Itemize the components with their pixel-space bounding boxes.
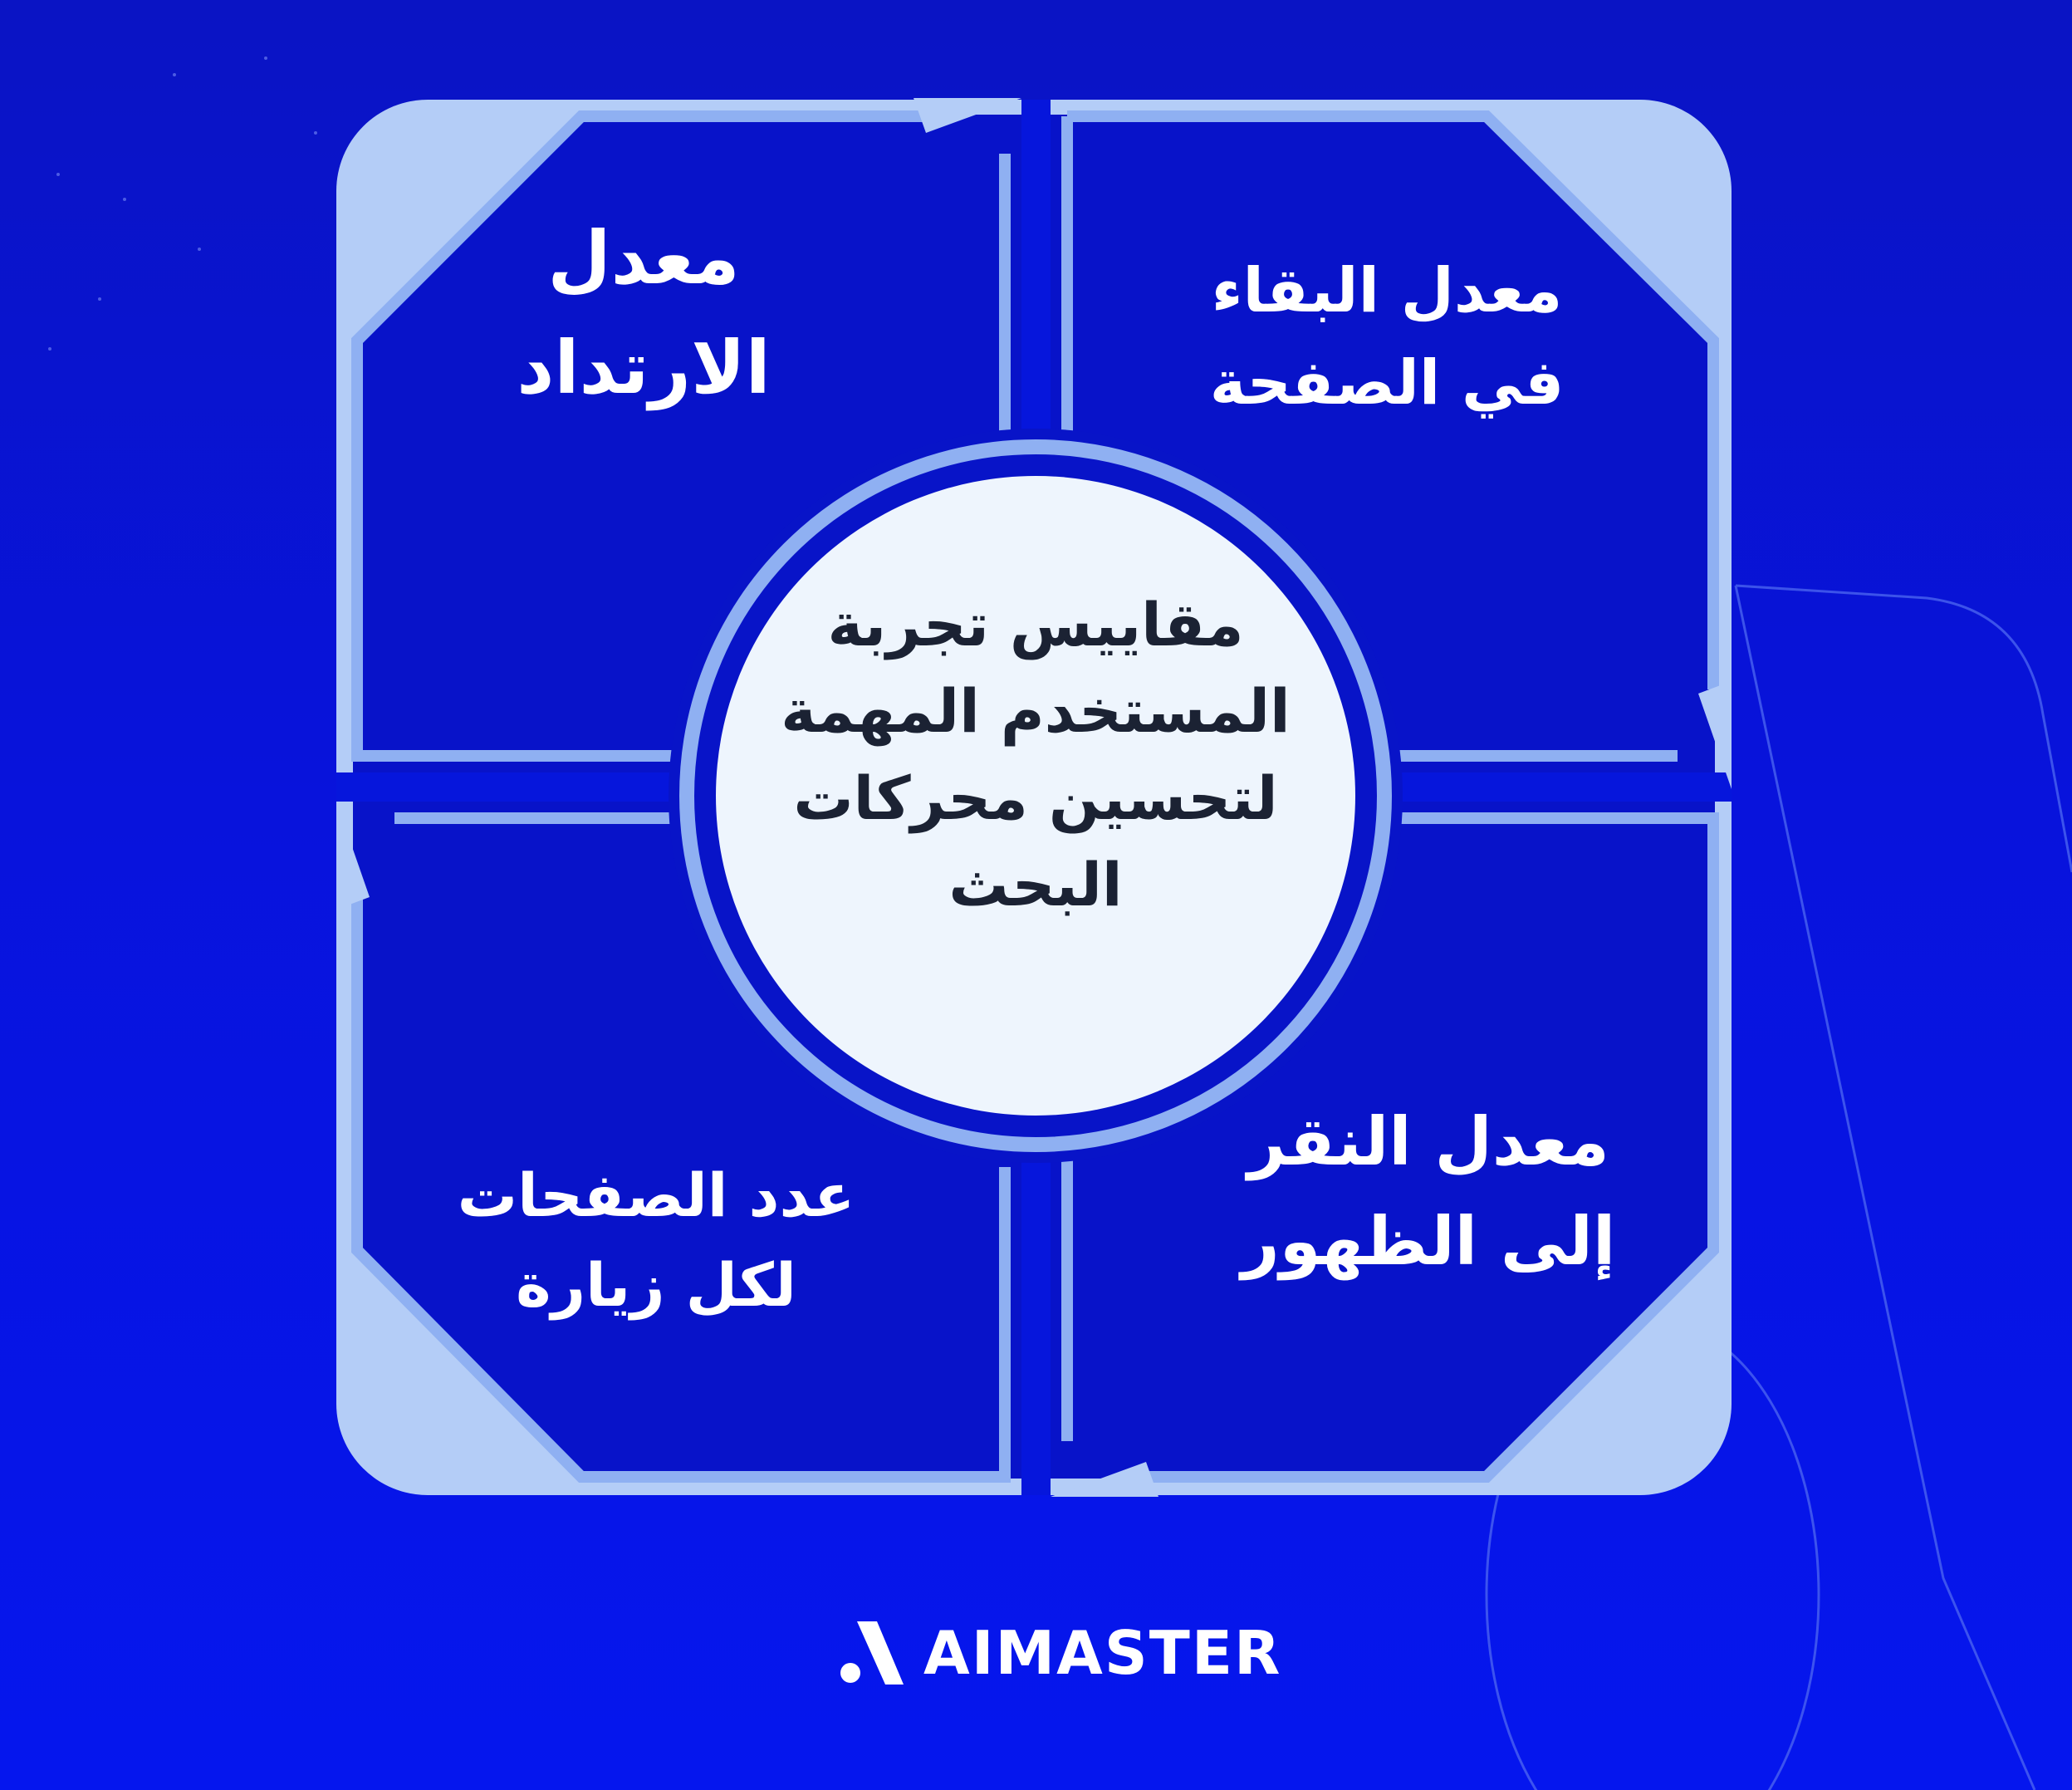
label-top-right: معدل البقاء في الصفحة [1154,245,1619,429]
center-line: لتحسين محركات [793,763,1278,833]
quadrant-fills [353,115,1715,1479]
brand-logo: AIMASTER [839,1618,1282,1688]
brand-name: AIMASTER [923,1618,1282,1688]
arrow-left [336,802,370,910]
center-line: البحث [948,850,1123,920]
label-line: عدد الصفحات [457,1160,855,1230]
flow-arrows [336,98,1732,1497]
label-line: إلى الظهور [1241,1203,1616,1280]
center-ring [679,439,1392,1152]
arrow-top [914,98,1021,133]
arrow-bottom [1051,1462,1158,1497]
background-stars [48,56,317,351]
center-title: مقاييس تجربة المستخدم المهمة لتحسين محرك… [716,581,1355,929]
center-line: مقاييس تجربة [827,590,1244,660]
label-line: معدل البقاء [1211,255,1563,326]
arrow-right [1698,681,1732,789]
label-line: معدل النقر [1247,1103,1609,1180]
label-line: لكل زيارة [516,1250,796,1320]
label-line: الارتداد [517,325,771,410]
label-line: في الصفحة [1209,347,1565,419]
label-line: معدل [547,215,740,301]
label-bottom-right: معدل النقر إلى الظهور [1196,1092,1661,1292]
center-line: المستخدم المهمة [781,676,1291,747]
label-top-left: معدل الارتداد [448,204,839,423]
label-bottom-left: عدد الصفحات لكل زيارة [424,1150,889,1330]
center-circle [716,476,1355,1116]
brand-a-mark-icon [840,1621,904,1685]
